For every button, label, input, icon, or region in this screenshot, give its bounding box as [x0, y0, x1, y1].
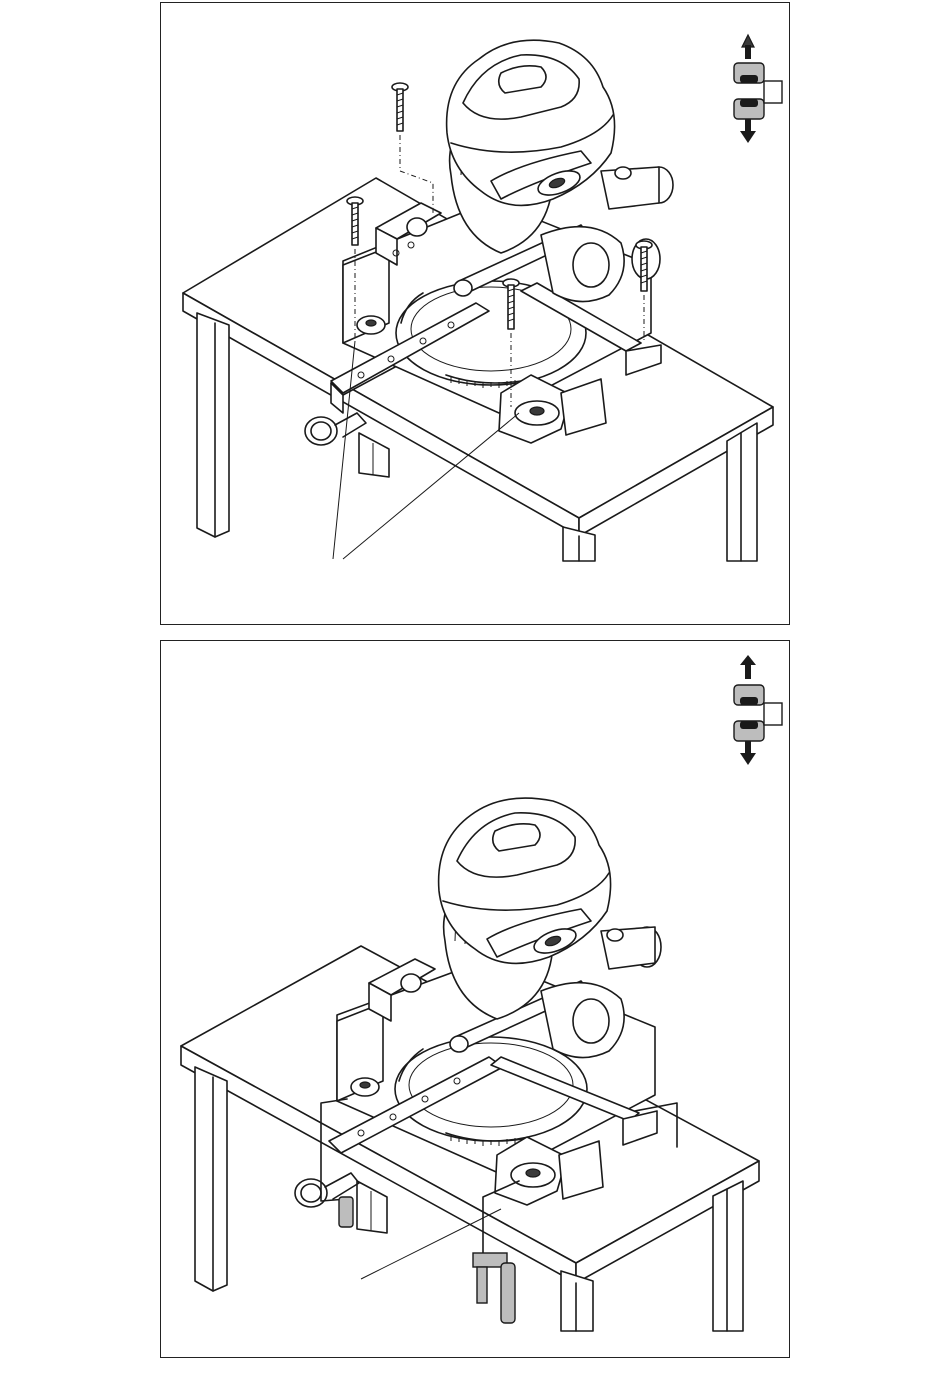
figure-panel-clamps [160, 640, 790, 1358]
figure-drawing [161, 3, 791, 626]
figure-panel-screws [160, 2, 790, 625]
lift-two-person-icon [726, 653, 786, 773]
figure-drawing [161, 641, 791, 1359]
lift-two-person-icon [726, 29, 786, 149]
